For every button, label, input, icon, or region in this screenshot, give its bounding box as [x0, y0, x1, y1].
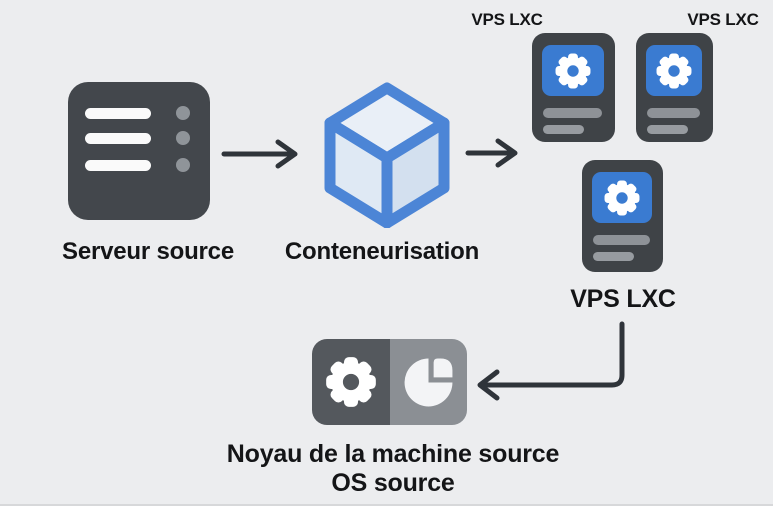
pie-chart-icon: [400, 354, 457, 411]
vps-container-top-right: [636, 33, 713, 142]
container-bar: [543, 108, 602, 118]
server-icon: [68, 82, 210, 220]
arrow-server-to-containerization: [221, 139, 298, 169]
arrow-containerization-to-vps: [465, 138, 518, 168]
kernel-pie-panel: [390, 339, 467, 425]
container-chip: [542, 45, 604, 96]
container-bar: [593, 252, 634, 261]
vps-container-main: [582, 160, 663, 272]
gear-icon: [324, 355, 378, 409]
gear-icon: [554, 52, 592, 90]
container-bar: [647, 108, 700, 118]
container-bar: [593, 235, 650, 245]
vps-container-top-left: [532, 33, 615, 142]
container-bar: [543, 125, 584, 134]
vps-main-label: VPS LXC: [570, 285, 676, 313]
container-chip: [646, 45, 702, 96]
server-label: Serveur source: [62, 238, 234, 265]
vps-top-left-label: VPS LXC: [471, 10, 543, 29]
cube-icon: [324, 82, 450, 228]
vps-top-right-label: VPS LXC: [687, 10, 759, 29]
container-bar: [647, 125, 688, 134]
kernel-gear-panel: [312, 339, 390, 425]
kernel-label: Noyau de la machine source OS source: [226, 440, 560, 498]
kernel-node: [312, 339, 467, 425]
gear-icon: [603, 179, 641, 217]
container-chip: [592, 172, 652, 223]
gear-icon: [655, 52, 693, 90]
kernel-label-line2: OS source: [331, 469, 455, 497]
containerization-label: Conteneurisation: [284, 238, 480, 265]
kernel-label-line1: Noyau de la machine source: [226, 440, 560, 468]
arrow-vps-to-kernel: [477, 321, 625, 401]
